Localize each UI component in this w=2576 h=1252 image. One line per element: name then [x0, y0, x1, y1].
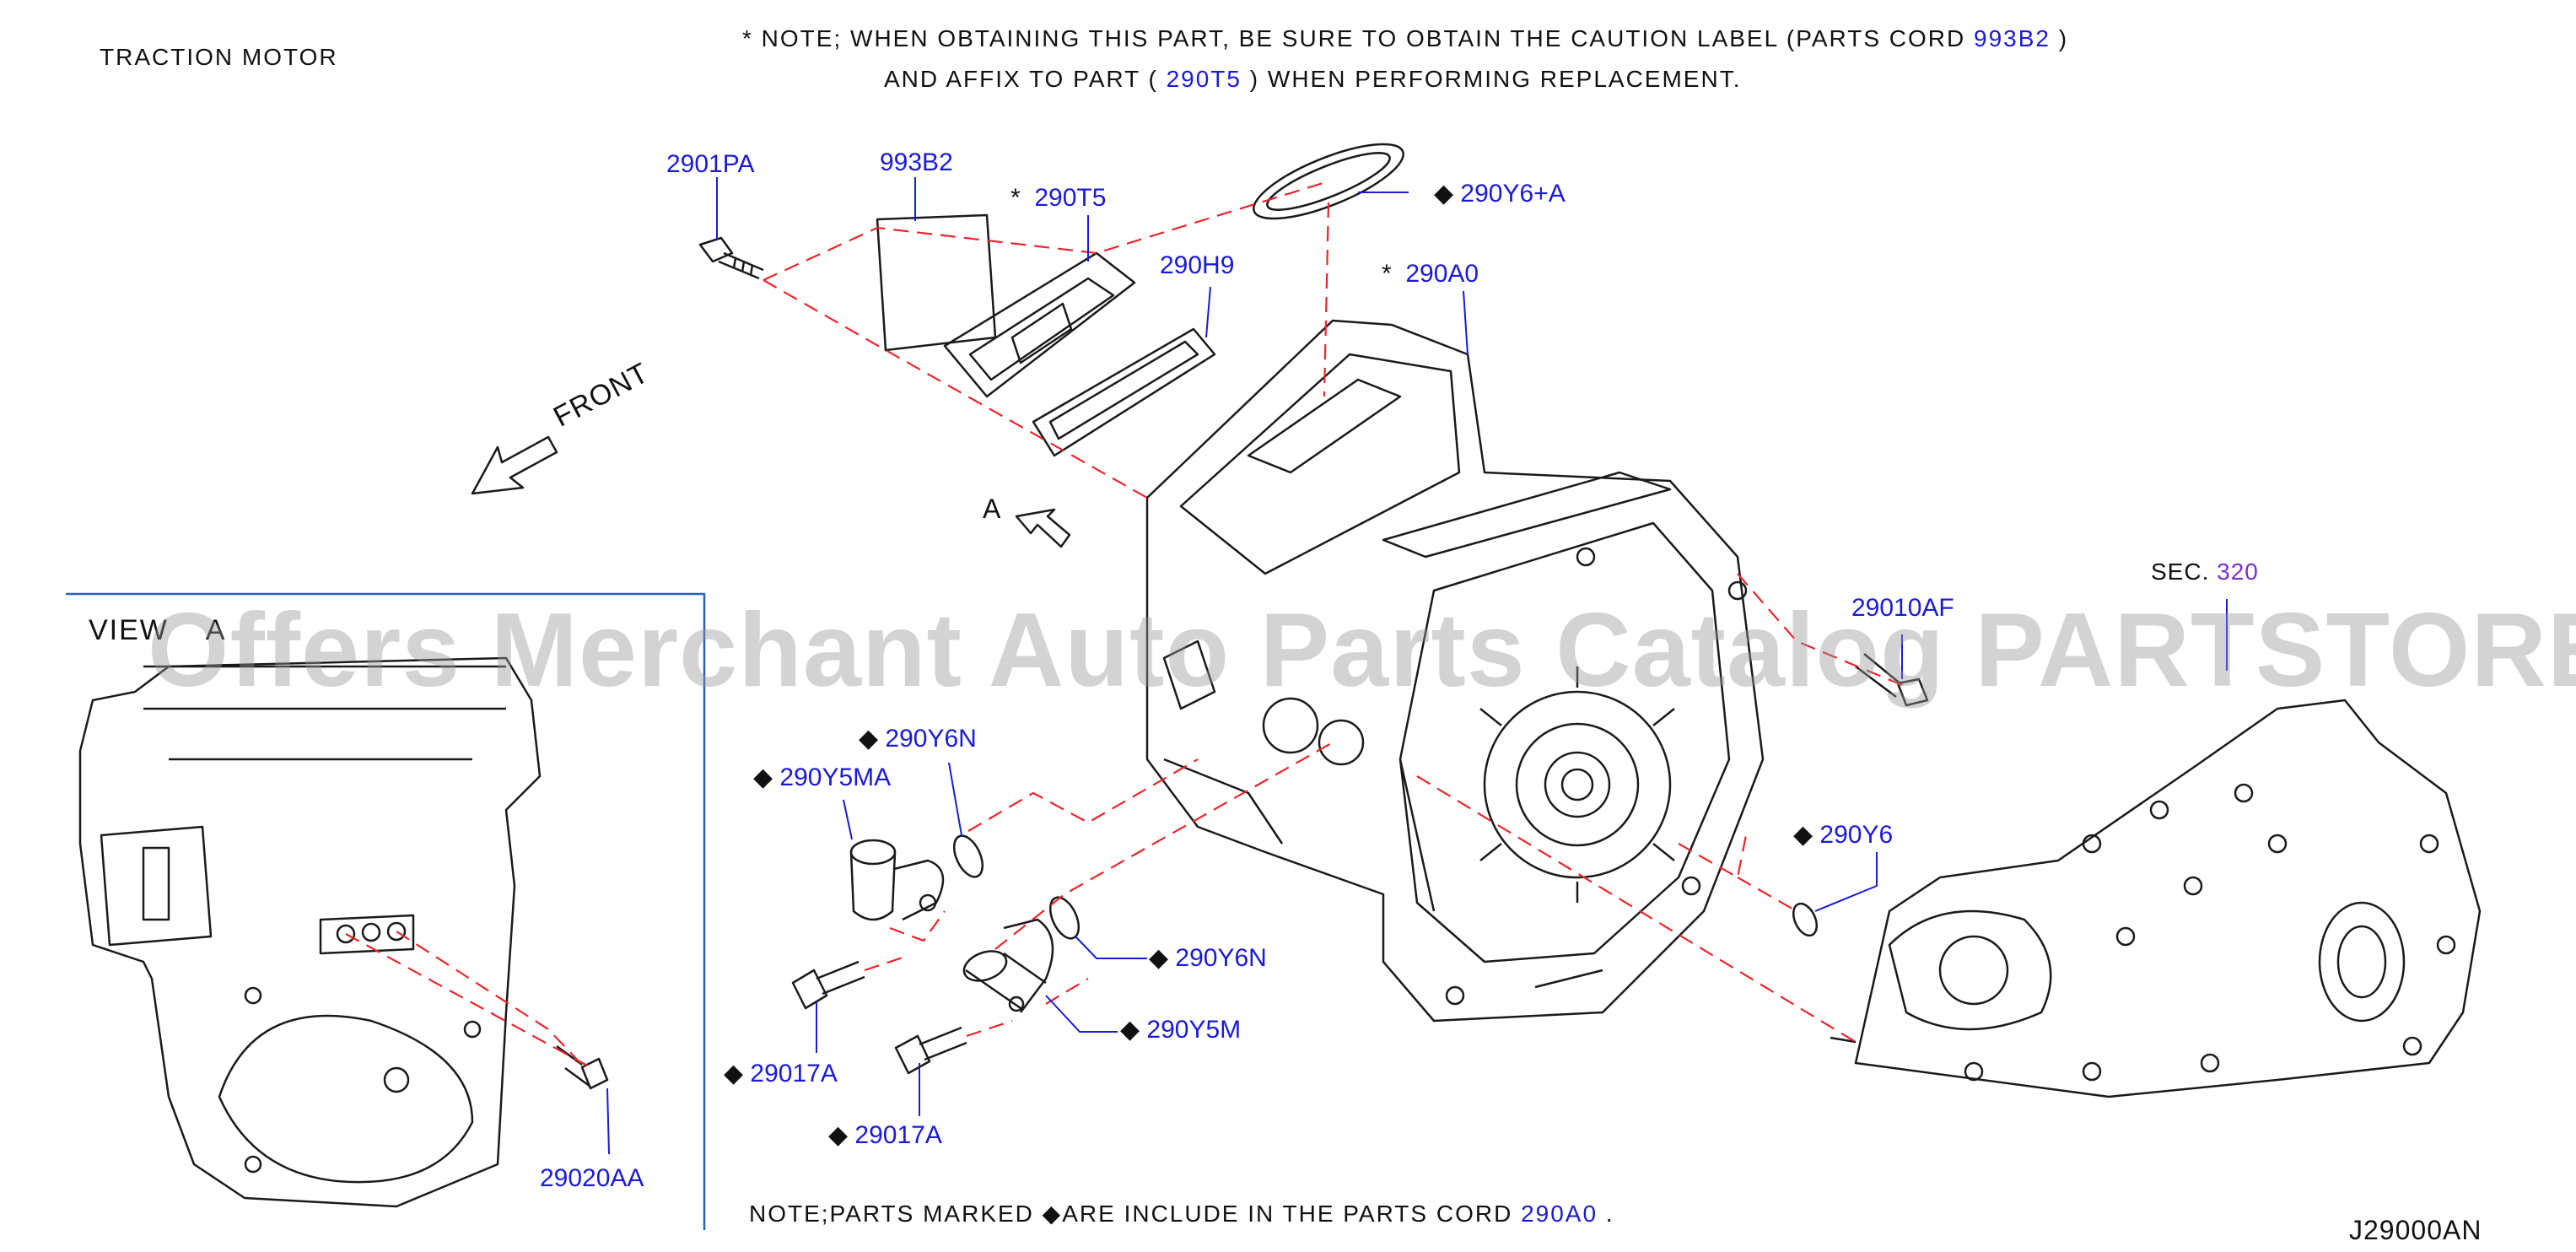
o-ring-290y6n-lower	[1048, 896, 1081, 940]
bolt-2901pa-icon	[698, 236, 764, 280]
part-label-290y6[interactable]: ◆ 290Y6	[1793, 821, 1894, 849]
caution-label-link[interactable]: 993B2	[1974, 25, 2051, 51]
front-arrow-icon	[471, 435, 558, 495]
pipe-290y5m	[962, 918, 1054, 1013]
part-label-29020aa[interactable]: 29020AA	[540, 1164, 644, 1192]
part-label-290t5[interactable]: * 290T5	[1010, 184, 1107, 212]
part-label-290h9[interactable]: 290H9	[1160, 251, 1235, 279]
pipe-290y5ma	[849, 839, 945, 921]
part-label-290a0[interactable]: * 290A0	[1382, 260, 1479, 288]
bottom-note-suffix: .	[1605, 1201, 1614, 1227]
part-label-290y6a[interactable]: ◆ 290Y6+A	[1434, 180, 1566, 208]
o-ring-290y6	[1792, 902, 1819, 937]
traction-motor-290a0	[1145, 319, 1765, 1023]
part-label-993b2[interactable]: 993B2	[880, 148, 953, 176]
part-label-29017a-upper[interactable]: ◆ 29017A	[724, 1060, 838, 1087]
view-arrow-icon	[1015, 508, 1071, 548]
view-a-motor-drawing	[78, 656, 609, 1208]
part-label-2901pa[interactable]: 2901PA	[666, 150, 755, 178]
part-label-29017a-lower[interactable]: ◆ 29017A	[828, 1121, 942, 1149]
section-reference: SEC. 320	[2151, 559, 2259, 586]
diagram-title: TRACTION MOTOR	[100, 44, 338, 70]
view-frame	[66, 592, 706, 1230]
part-label-290y6n-lower[interactable]: ◆ 290Y6N	[1149, 944, 1267, 972]
part-label-290y5ma[interactable]: ◆ 290Y5MA	[753, 764, 892, 791]
gasket-290y6a	[1253, 143, 1404, 220]
part-label-290y5m[interactable]: ◆ 290Y5M	[1120, 1016, 1242, 1044]
caution-note-line-1-suffix: )	[2058, 25, 2069, 51]
caution-note-line-2-prefix: AND AFFIX TO PART (	[884, 66, 1158, 92]
caution-note-line-1: * NOTE; WHEN OBTAINING THIS PART, BE SUR…	[742, 25, 2068, 52]
bolt-29010af-icon	[1855, 653, 1929, 707]
o-ring-290y6n-upper	[952, 834, 984, 878]
bottom-note: NOTE;PARTS MARKED ◆ARE INCLUDE IN THE PA…	[749, 1200, 1614, 1228]
diagram-code: J29000AN	[2349, 1215, 2482, 1245]
caution-note-line-1-prefix: * NOTE; WHEN OBTAINING THIS PART, BE SUR…	[742, 25, 1966, 51]
part-label-290y6n-upper[interactable]: ◆ 290Y6N	[859, 725, 977, 753]
bottom-note-part-link[interactable]: 290A0	[1521, 1201, 1598, 1227]
caution-note-line-2: AND AFFIX TO PART ( 290T5 ) WHEN PERFORM…	[884, 66, 1741, 93]
caution-label-993b2	[876, 213, 997, 352]
gasket-290h9	[1032, 327, 1216, 457]
section-link-320[interactable]: 320	[2217, 559, 2259, 585]
bolt-29017a-upper-icon	[791, 960, 865, 1010]
view-arrow-label: A	[983, 494, 1003, 524]
cover-part-link[interactable]: 290T5	[1166, 66, 1242, 92]
assembly-dash-lines	[345, 180, 1903, 1068]
view-panel-label: VIEW A	[89, 614, 227, 646]
watermark-text: Offers Merchant Auto Parts Catalog PARTS…	[148, 592, 2576, 709]
part-label-29010af[interactable]: 29010AF	[1851, 594, 1954, 622]
bolt-29017a-lower-icon	[894, 1026, 967, 1075]
cover-290t5	[943, 251, 1136, 398]
bottom-note-prefix: NOTE;PARTS MARKED ◆ARE INCLUDE IN THE PA…	[749, 1201, 1513, 1227]
section-prefix: SEC.	[2151, 559, 2210, 585]
reduction-gear-assembly	[1830, 699, 2482, 1098]
caution-note-line-2-suffix: ) WHEN PERFORMING REPLACEMENT.	[1249, 66, 1742, 92]
leader-lines	[606, 177, 2228, 1155]
